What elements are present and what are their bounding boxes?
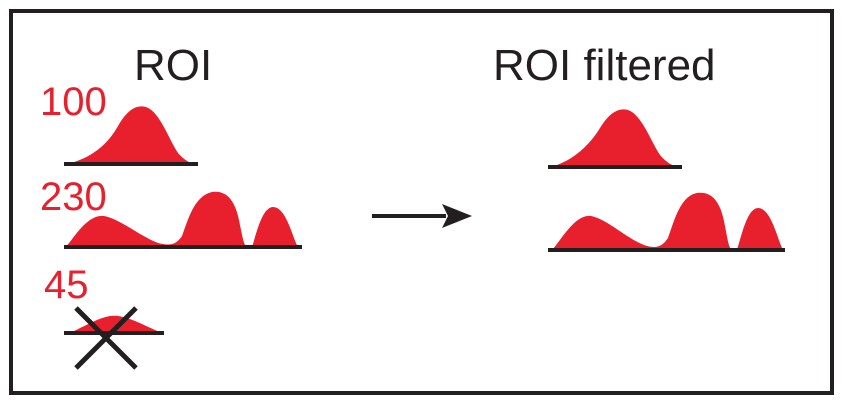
diagram-frame — [9, 9, 834, 395]
roi-trace-1-signal — [67, 106, 198, 164]
roi-trace-2-signal — [66, 191, 298, 247]
filtered-roi-trace-2 — [548, 192, 785, 252]
filtered-roi-trace-2-signal — [552, 192, 783, 250]
roi-count-label-3: 45 — [44, 263, 89, 307]
roi-count-label-1: 100 — [40, 80, 107, 124]
roi-trace-1 — [64, 106, 198, 166]
filtered-roi-trace-1 — [548, 109, 682, 169]
filtered-roi-trace-1-signal — [551, 109, 682, 167]
left-panel-title: ROI — [134, 41, 212, 90]
roi-count-label-2: 230 — [40, 175, 107, 219]
roi-trace-3-signal — [70, 315, 162, 333]
roi-trace-2 — [64, 191, 302, 249]
right-panel-title: ROI filtered — [493, 41, 716, 90]
arrow-right-icon — [372, 204, 472, 228]
reject-cross-icon — [74, 306, 138, 370]
